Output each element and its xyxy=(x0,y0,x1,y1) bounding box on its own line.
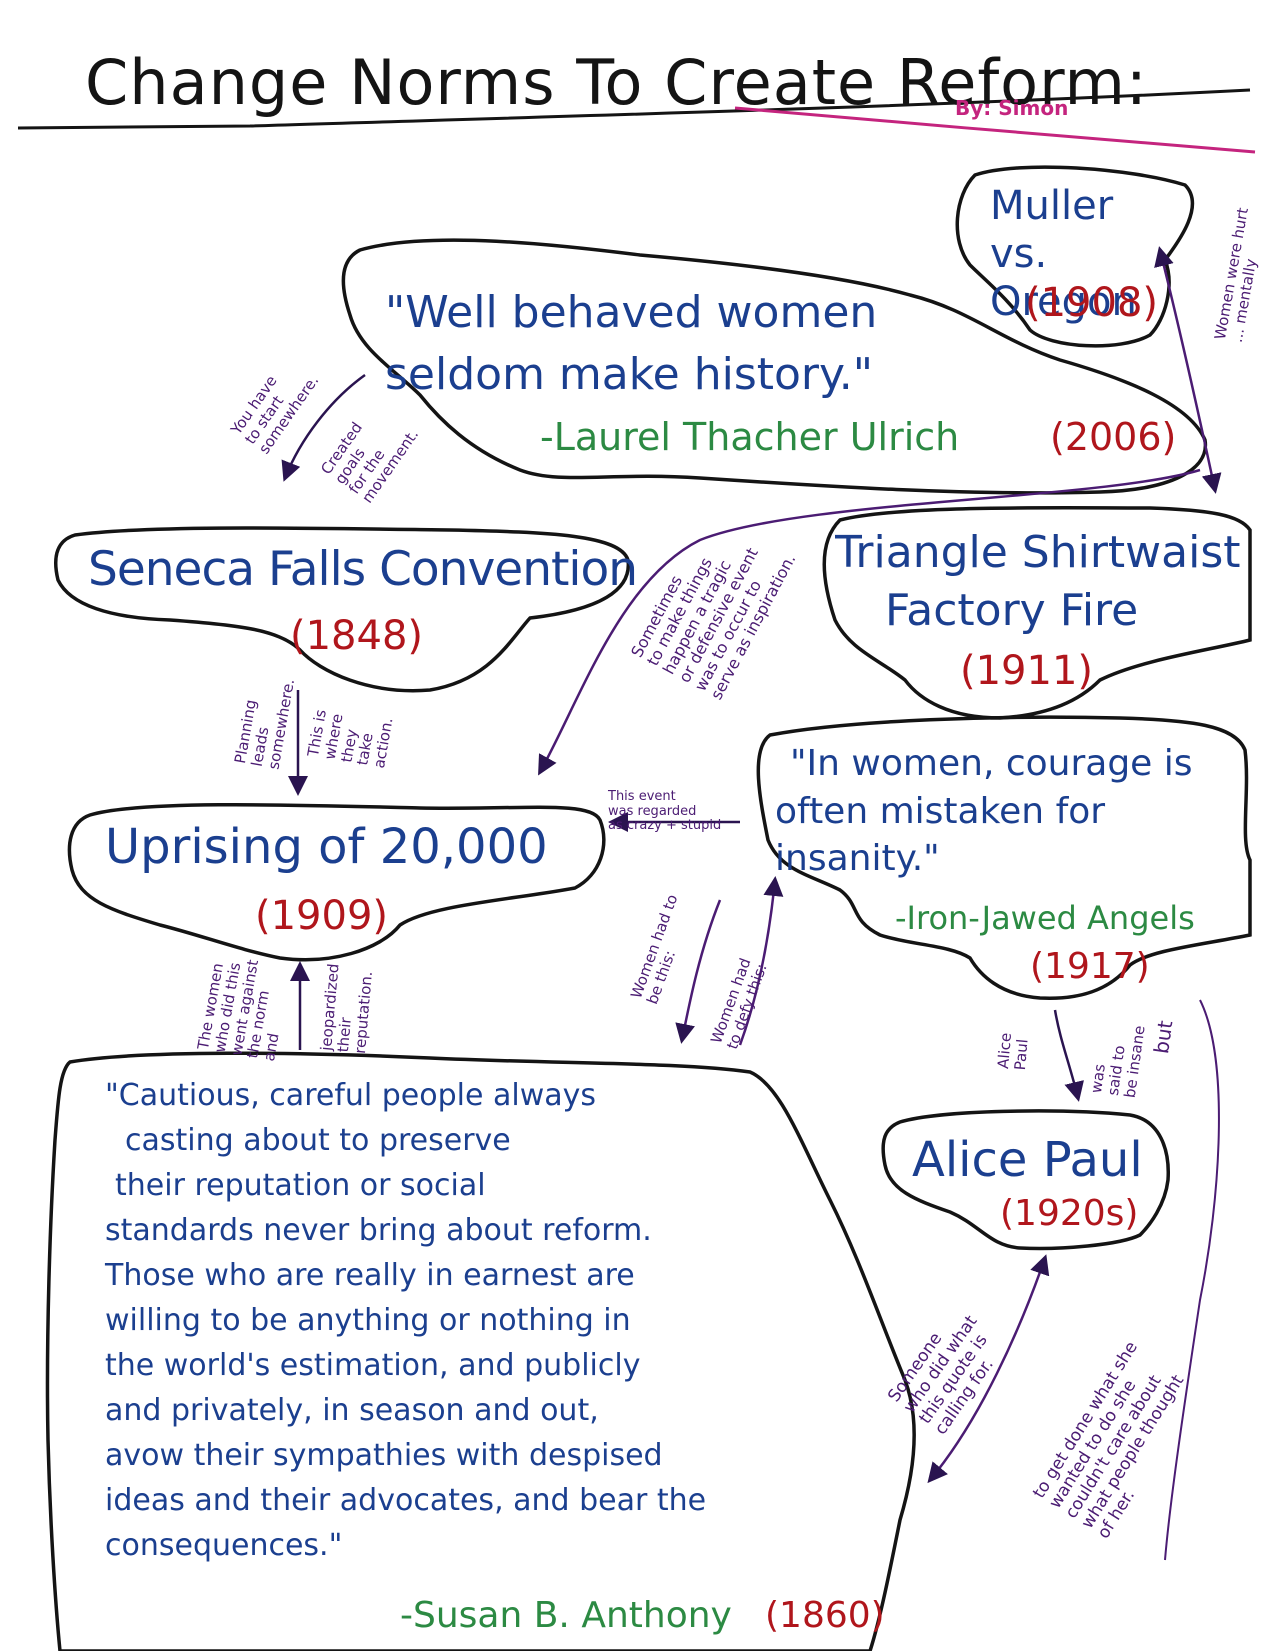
triangle-name-line1: Triangle Shirtwaist xyxy=(835,530,1241,577)
seneca-year: (1848) xyxy=(290,613,424,659)
annotation-said-insane: was said to be insane xyxy=(1087,1024,1149,1100)
anthony-outline xyxy=(45,1051,916,1651)
uprising-outline xyxy=(67,802,606,962)
annotation-jeopardized: jeopardized their reputation. xyxy=(317,962,376,1055)
ulrich-year: (2006) xyxy=(1050,415,1177,459)
arrow-triangle-to-uprising xyxy=(538,468,1201,776)
seneca-name: Seneca Falls Convention xyxy=(88,542,638,597)
anthony-line: standards never bring about reform. xyxy=(105,1213,652,1248)
iron-quote-line1: "In women, courage is xyxy=(790,743,1193,784)
muller-name: Muller vs. Oregon xyxy=(990,183,1137,325)
anthony-line: their reputation or social xyxy=(115,1168,486,1203)
muller-outline xyxy=(955,165,1195,348)
arrow-uprising-to-anthony xyxy=(675,899,722,1044)
anthony-attribution: -Susan B. Anthony xyxy=(400,1595,732,1636)
iron-quote-line3: insanity." xyxy=(775,838,940,879)
alice-name: Alice Paul xyxy=(912,1132,1143,1188)
byline: By: Simon xyxy=(955,96,1069,120)
uprising-year: (1909) xyxy=(255,893,389,939)
title-underline xyxy=(17,88,1251,130)
arrow-iron-to-alice xyxy=(1053,1009,1084,1102)
page-title: Change Norms To Create Reform: xyxy=(85,46,1148,119)
iron-attribution: -Iron-Jawed Angels xyxy=(895,902,1195,936)
anthony-line: casting about to preserve xyxy=(125,1123,511,1158)
annotation-but: but xyxy=(1149,1018,1178,1056)
iron-quote-line2: often mistaken for xyxy=(775,791,1106,832)
anthony-year: (1860) xyxy=(765,1595,885,1636)
anthony-line: willing to be anything or nothing in xyxy=(105,1303,631,1338)
triangle-outline xyxy=(822,506,1252,720)
uprising-name: Uprising of 20,000 xyxy=(105,819,548,875)
ulrich-quote: "Well behaved women seldom make history.… xyxy=(385,287,878,400)
alice-outline xyxy=(881,1109,1170,1251)
anthony-line: consequences." xyxy=(105,1528,343,1563)
arrow-insane-curve xyxy=(1164,999,1220,1561)
anthony-line: and privately, in season and out, xyxy=(105,1393,599,1428)
alice-year: (1920s) xyxy=(1000,1193,1139,1234)
anthony-line: the world's estimation, and publicly xyxy=(105,1348,641,1383)
arrow-anthony-to-iron xyxy=(738,876,784,1046)
iron-outline xyxy=(756,715,1252,1000)
anthony-line: ideas and their advocates, and bear the xyxy=(105,1483,707,1518)
ulrich-attribution: -Laurel Thacher Ulrich xyxy=(540,415,960,459)
anthony-line: avow their sympathies with despised xyxy=(105,1438,663,1473)
arrow-ulrich-to-seneca xyxy=(281,373,366,482)
triangle-year: (1911) xyxy=(960,648,1094,694)
ulrich-outline xyxy=(341,238,1208,495)
seneca-outline xyxy=(53,526,630,693)
annotation-went-against: The women who did this went against the … xyxy=(194,958,283,1063)
arrow-muller-to-triangle xyxy=(1154,246,1222,494)
annotation-alice-paul: Alice Paul xyxy=(994,1031,1032,1071)
anthony-line: "Cautious, careful people always xyxy=(105,1078,597,1113)
iron-year: (1917) xyxy=(1030,946,1150,987)
anthony-line: Those who are really in earnest are xyxy=(105,1258,635,1293)
arrow-alice-anthony xyxy=(927,1254,1050,1484)
triangle-name-line2: Factory Fire xyxy=(885,585,1139,636)
muller-year: (1908) xyxy=(1025,280,1159,326)
byline-line xyxy=(734,106,1256,154)
annotation-regarded-crazy: This event was regarded as crazy + stupi… xyxy=(608,789,722,834)
